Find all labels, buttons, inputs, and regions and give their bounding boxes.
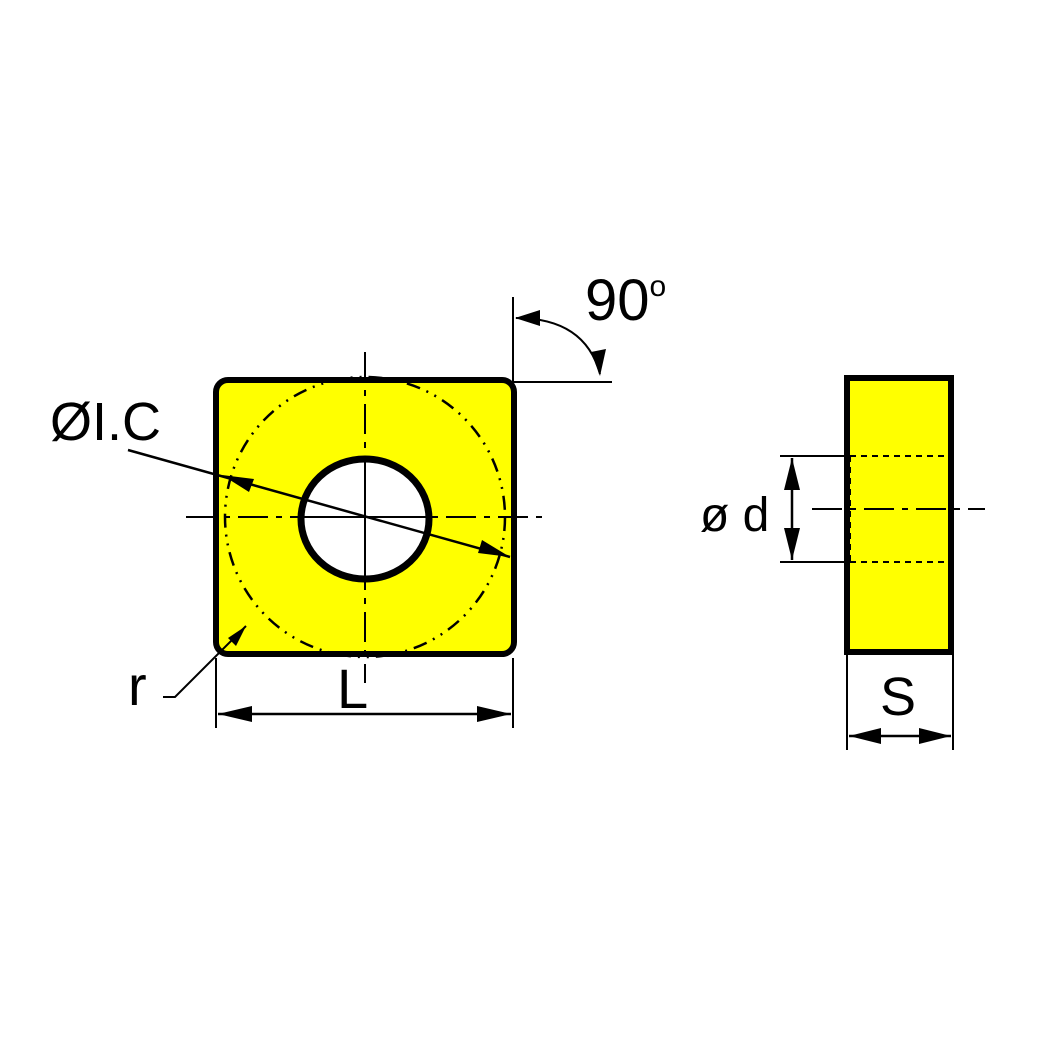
- ic-arrow-right: [478, 540, 510, 557]
- radius-leader: [163, 625, 247, 698]
- insert-side-body: [844, 375, 954, 655]
- corner-radius-label: r: [128, 654, 147, 717]
- length-arrow-left: [218, 706, 252, 722]
- angle-arrow-bottom: [591, 349, 606, 376]
- length-arrow-right: [477, 706, 511, 722]
- angle-label: 90o: [585, 268, 666, 333]
- hole-diameter-label: ø d: [700, 489, 769, 542]
- thickness-arrow-right: [919, 728, 951, 744]
- length-label: L: [337, 657, 368, 720]
- front-view: [127, 297, 612, 728]
- hole-arrow-top: [784, 458, 800, 490]
- angle-arrow-left: [515, 310, 540, 326]
- inscribed-circle-label: ØI.C: [50, 392, 161, 452]
- ic-diameter-line: [127, 448, 511, 559]
- thickness-arrow-left: [849, 728, 881, 744]
- thickness-label: S: [880, 667, 916, 727]
- hole-arrow-bottom: [784, 528, 800, 560]
- side-view: [780, 375, 985, 750]
- ic-arrow-left: [222, 475, 254, 492]
